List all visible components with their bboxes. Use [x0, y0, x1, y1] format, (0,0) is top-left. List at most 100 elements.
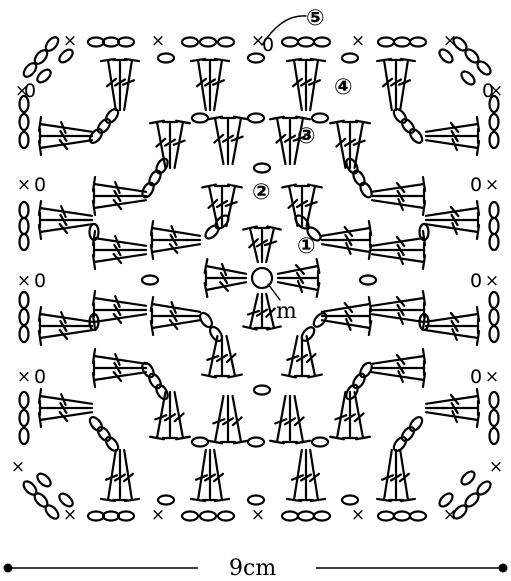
double-crochet [384, 450, 392, 500]
chain-stitch [314, 38, 330, 47]
chain-stitch [20, 392, 29, 408]
round-3-marker: ③ [297, 124, 316, 149]
chain-space: 0 [470, 366, 482, 388]
chain-stitch [399, 425, 416, 443]
chain-stitch [248, 114, 264, 123]
magic-ring-pointer [268, 284, 280, 300]
single-crochet: × [11, 457, 25, 477]
double-crochet-top [330, 437, 344, 440]
single-crochet: × [351, 505, 365, 525]
chain-space: 0 [34, 174, 46, 196]
double-crochet [294, 450, 302, 500]
double-crochet [372, 372, 424, 380]
chain-stitch [298, 512, 314, 521]
chain-stitch [103, 107, 120, 125]
single-crochet: × [485, 367, 499, 387]
chain-stitch [57, 47, 75, 64]
chain-stitch [475, 479, 493, 497]
chain-stitch [87, 415, 104, 433]
chain-stitch [475, 59, 493, 77]
round-5-stitches: ×××××××××××0×0×0×0×0×0××××000 [11, 31, 503, 525]
double-crochet [124, 60, 132, 110]
chain-space: 0 [34, 366, 46, 388]
double-crochet [94, 184, 146, 192]
double-crochet [426, 330, 478, 338]
chain-space: 0 [24, 80, 36, 102]
chain-stitch [490, 410, 499, 426]
double-crochet [94, 356, 146, 364]
chain-stitch [118, 38, 134, 47]
chain-stitch [20, 292, 29, 308]
chain-stitch [218, 38, 234, 47]
chain-stitch [490, 202, 499, 218]
chain-stitch [282, 512, 298, 521]
double-crochet-top [356, 121, 370, 124]
chain-stitch [490, 234, 499, 250]
double-crochet-top [202, 185, 216, 188]
chain-stitch [298, 38, 314, 47]
single-crochet: × [151, 31, 165, 51]
chain-space: 0 [470, 270, 482, 292]
double-crochet-top [150, 121, 164, 124]
double-crochet [40, 124, 92, 132]
double-crochet [108, 450, 116, 500]
double-crochet [400, 60, 408, 110]
double-crochet [198, 450, 206, 500]
single-crochet: × [443, 31, 457, 51]
double-crochet [372, 254, 424, 262]
round-4-marker: ④ [334, 75, 353, 100]
chain-stitch [192, 114, 208, 123]
double-crochet-top [150, 437, 164, 440]
double-crochet [372, 314, 424, 322]
double-crochet-top [270, 441, 284, 444]
double-crochet [40, 396, 92, 404]
chain-stitch [20, 234, 29, 250]
chain-stitch [154, 157, 170, 175]
single-crochet: × [17, 367, 31, 387]
double-crochet-top [282, 185, 296, 188]
single-crochet: × [63, 31, 77, 51]
chain-stitch [490, 392, 499, 408]
chain-stitch [399, 117, 416, 135]
round-5-marker: ⑤ [306, 6, 325, 31]
chain-stitch [43, 503, 60, 521]
chain-stitch [490, 428, 499, 444]
chain-stitch [254, 386, 270, 395]
chain-stitch [360, 276, 376, 285]
chain-stitch [490, 114, 499, 130]
double-crochet-top [208, 117, 222, 120]
chain-stitch [312, 114, 328, 123]
chain-stitch [351, 372, 367, 390]
chain-stitch [20, 132, 29, 148]
double-crochet [94, 298, 146, 306]
double-crochet [40, 314, 92, 322]
double-crochet-top [176, 121, 190, 124]
chain-stitch [182, 512, 198, 521]
chain-stitch [103, 435, 120, 453]
chain-stitch [314, 512, 330, 521]
double-crochet [214, 60, 222, 110]
chain-stitch [490, 218, 499, 234]
chain-stitch [142, 276, 158, 285]
chain-stitch [378, 512, 394, 521]
chain-stitch [158, 54, 174, 63]
double-crochet-top [356, 437, 370, 440]
chain-stitch [88, 512, 104, 521]
chain-stitch [200, 512, 216, 521]
width-label: 9cm [229, 556, 276, 581]
chain-stitch [282, 38, 298, 47]
double-crochet-top [234, 117, 248, 120]
double-crochet-top [267, 326, 281, 329]
double-crochet-top [234, 441, 248, 444]
chain-stitch [490, 132, 499, 148]
magic-ring-label: m [276, 299, 297, 324]
chain-stitch [20, 202, 29, 218]
chain-stitch [103, 38, 119, 47]
single-crochet: × [151, 505, 165, 525]
chain-stitch [410, 38, 426, 47]
dimension-end-dot [499, 564, 508, 573]
chain-space: 0 [482, 80, 494, 102]
chain-space: 0 [470, 174, 482, 196]
chain-stitch [351, 169, 367, 187]
